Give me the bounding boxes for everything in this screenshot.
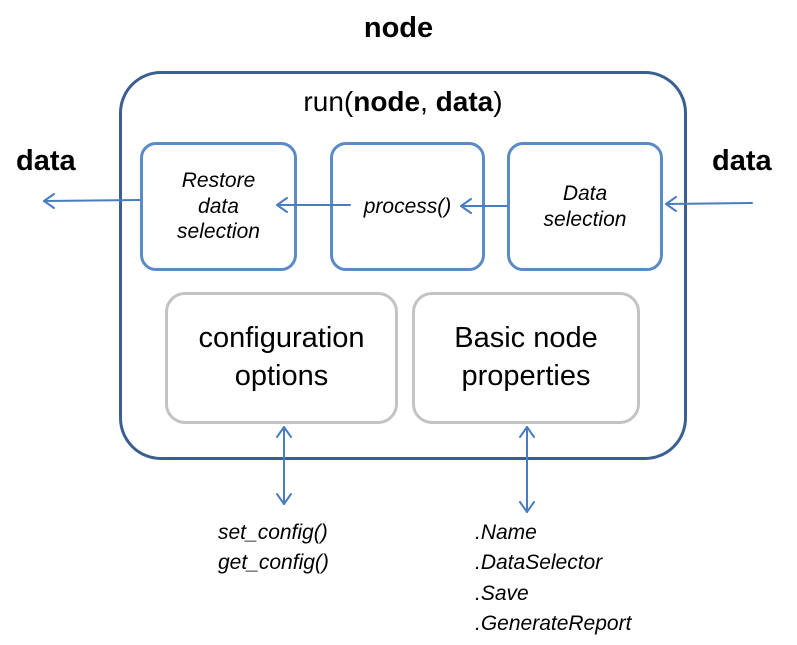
process-to-restore-arrowhead <box>276 197 288 213</box>
node-container <box>119 71 687 460</box>
config-methods-text: set_config() get_config() <box>218 521 329 575</box>
configuration-options-box: configuration options <box>165 292 398 424</box>
run-separator: , <box>420 86 436 117</box>
input-arrow <box>665 202 753 205</box>
output-arrowhead <box>43 193 55 209</box>
run-suffix: ) <box>493 86 503 117</box>
input-data-label: data <box>712 145 772 177</box>
output-data-label: data <box>16 145 76 177</box>
basic-arrowhead-up <box>519 426 535 438</box>
basic-node-properties-box: Basic node properties <box>412 292 640 424</box>
restore-data-selection-box: Restore data selection <box>140 142 297 271</box>
basic-arrowhead-down <box>519 501 535 513</box>
config-arrowhead-up <box>276 426 292 438</box>
selection-to-process-arrowhead <box>460 198 472 214</box>
config-arrowhead-down <box>276 493 292 505</box>
process-box: process() <box>330 142 485 271</box>
run-signature: run(node, data) <box>119 86 687 118</box>
diagram-title: node <box>363 12 434 44</box>
run-arg-node: node <box>353 86 421 117</box>
input-arrowhead <box>665 196 677 212</box>
basic-properties-text: .Name .DataSelector .Save .GenerateRepor… <box>475 521 632 636</box>
output-arrow <box>43 199 141 202</box>
data-selection-box: Data selection <box>507 142 663 271</box>
run-arg-data: data <box>435 86 494 117</box>
run-prefix: run( <box>303 86 354 117</box>
